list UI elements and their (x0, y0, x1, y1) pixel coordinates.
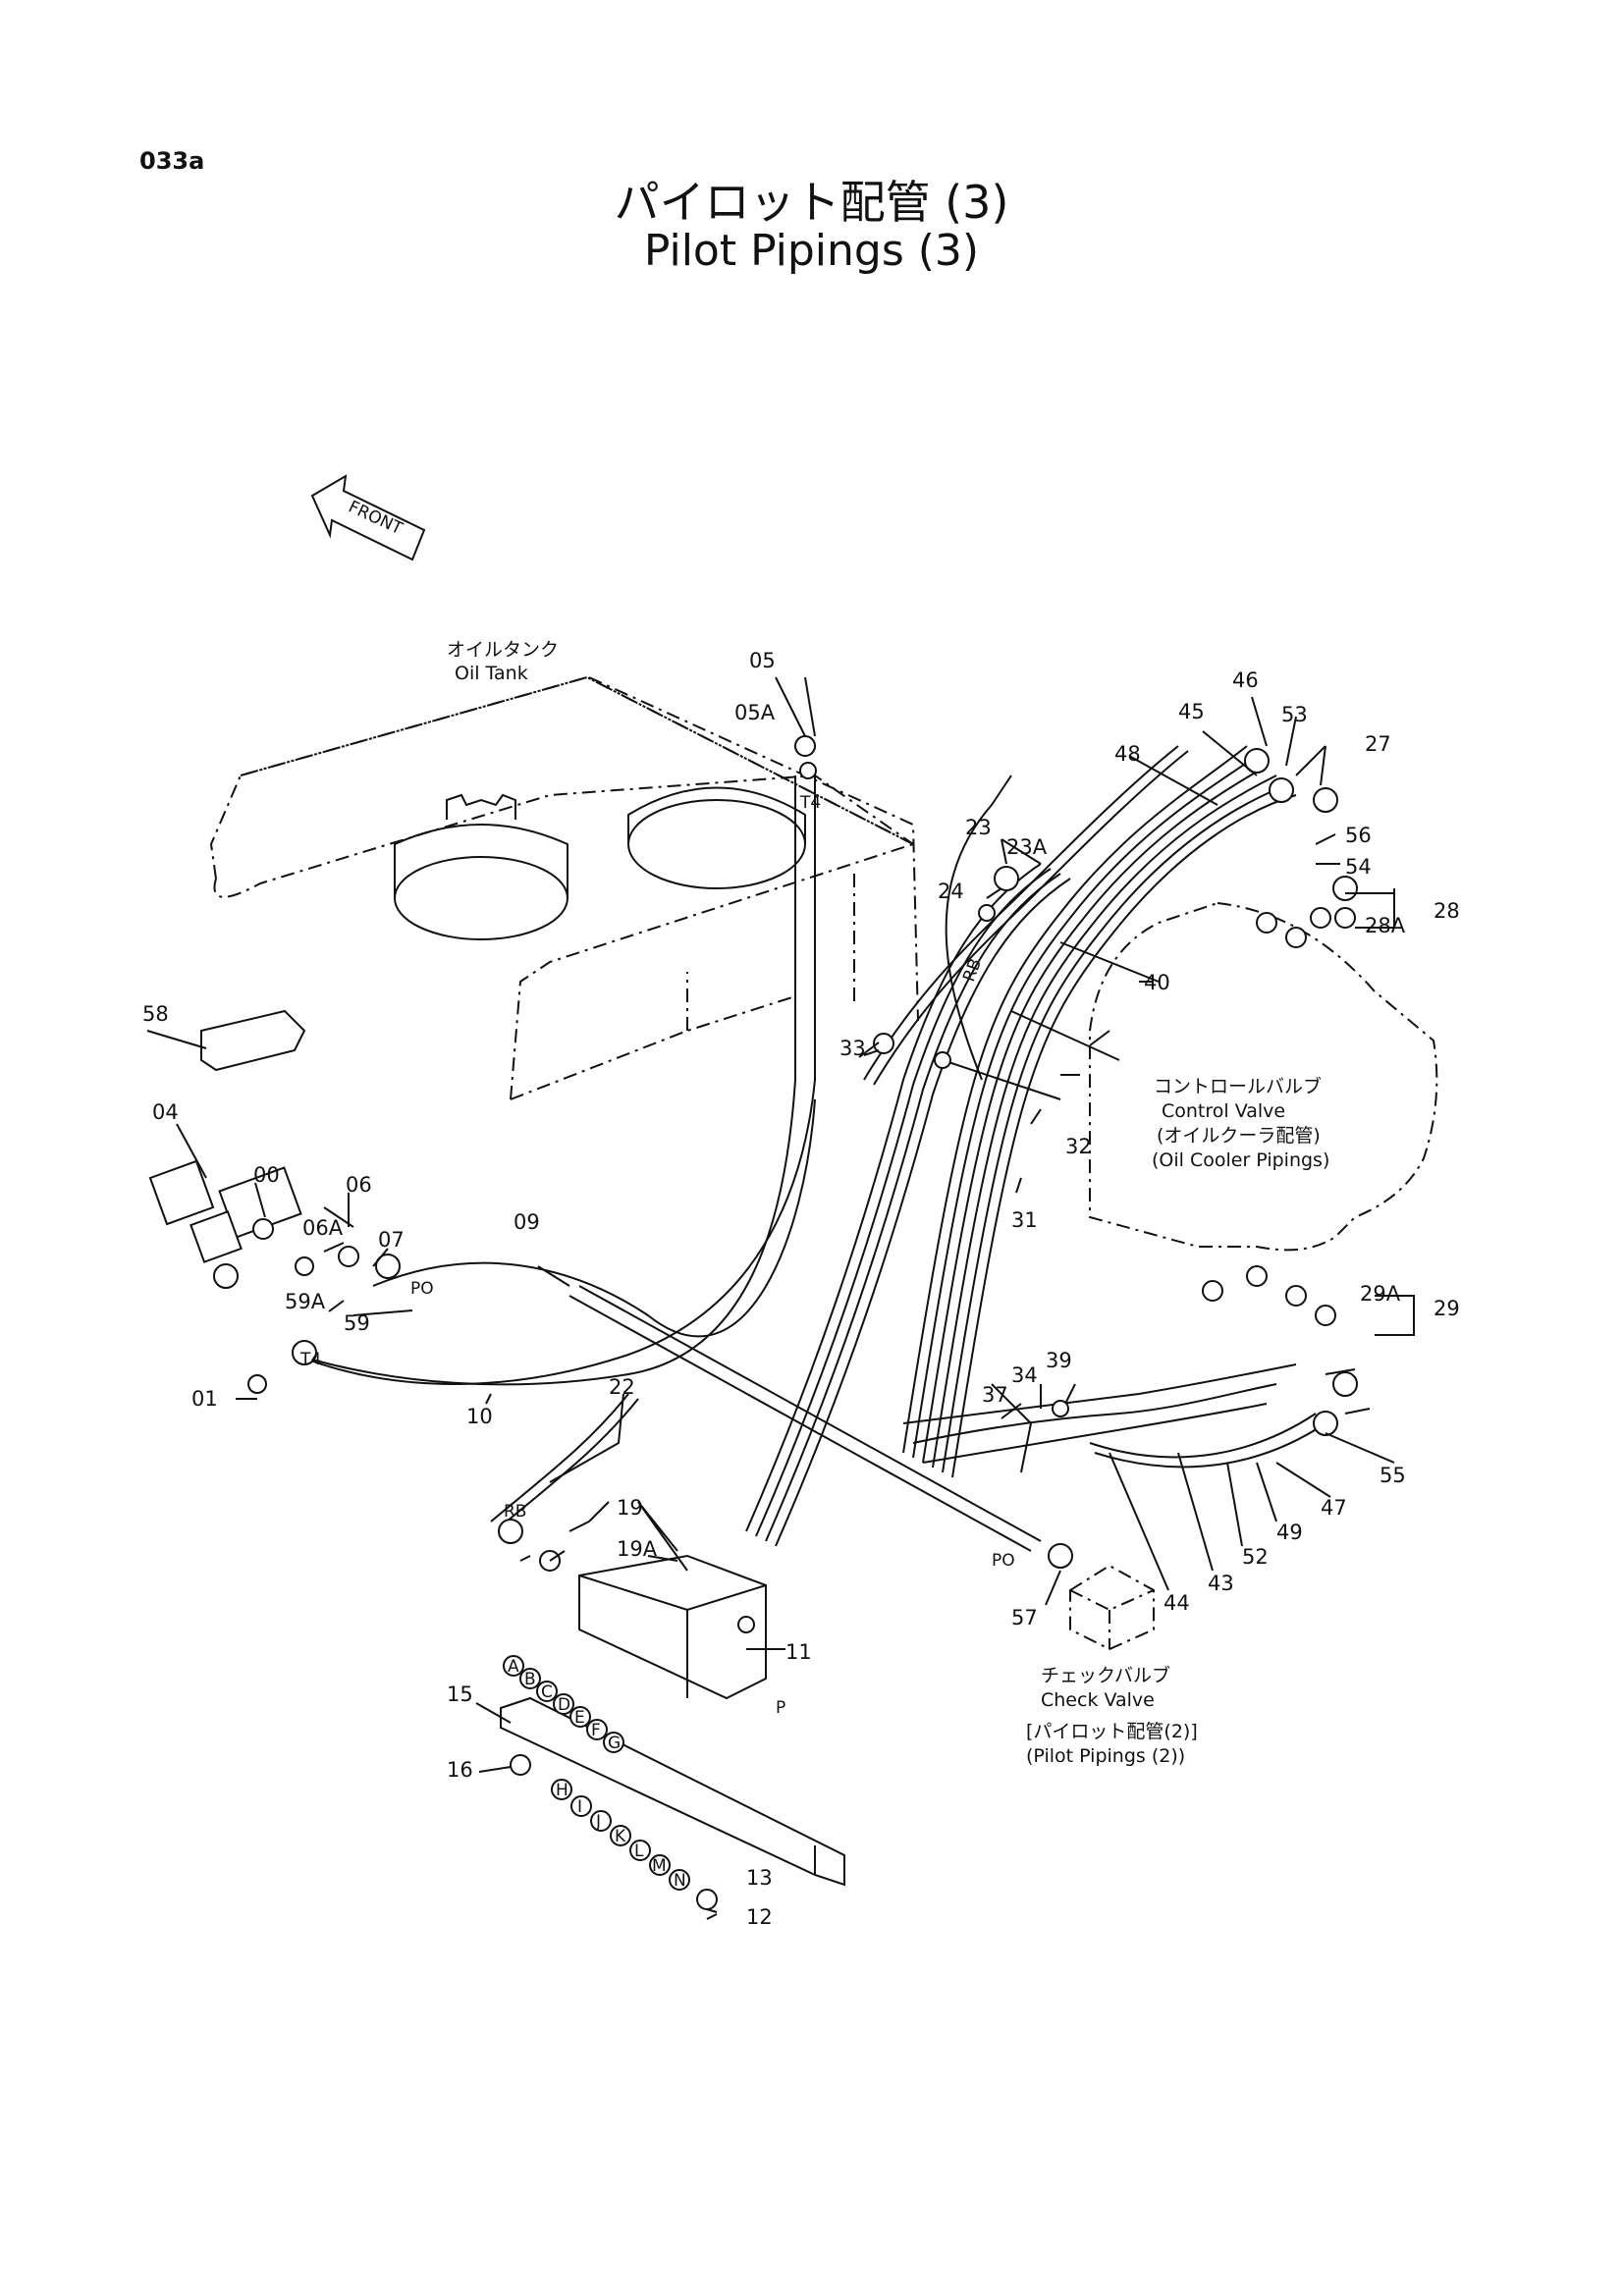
port-letter: N (674, 1871, 686, 1891)
solenoid-valve-assembly (148, 1009, 306, 1263)
hose-mark: T4 (299, 1350, 321, 1369)
port-letter: H (556, 1781, 568, 1800)
front-arrow-icon: FRONT (310, 474, 426, 561)
port-letters: A B C D E F G H I J K L M N (503, 1655, 690, 1891)
part-label: 47 (1321, 1496, 1347, 1520)
part-label: 22 (609, 1375, 635, 1399)
part-label: 04 (152, 1100, 179, 1124)
check-valve-label-en: Check Valve (1041, 1689, 1155, 1711)
hose-mark: RB (504, 1502, 526, 1522)
part-label: 59A (285, 1290, 326, 1313)
port-letter: K (615, 1827, 626, 1846)
part-label: 05 (749, 649, 776, 672)
part-label: 23A (1006, 835, 1048, 859)
port-letter: G (608, 1734, 621, 1753)
check-valve-sub-jp: [パイロット配管(2)] (1026, 1721, 1198, 1742)
port-letter: B (524, 1670, 536, 1689)
part-label: 43 (1208, 1572, 1234, 1595)
part-label: 16 (447, 1758, 473, 1782)
bracket-plate (500, 1696, 845, 1887)
hose-bundle (745, 745, 1326, 1547)
hose-clamps (934, 941, 1160, 1473)
hose-mark: RB (959, 956, 986, 985)
hose-mark: T4 (799, 793, 821, 813)
page-code: 033a (139, 147, 205, 175)
hose-mark: PO (410, 1279, 434, 1299)
part-label: 37 (982, 1383, 1008, 1407)
part-label: 13 (746, 1866, 773, 1890)
part-label: 06A (302, 1216, 344, 1240)
check-valve-sub-en: (Pilot Pipings (2)) (1026, 1745, 1185, 1767)
hose-mark: PO (992, 1551, 1015, 1571)
port-letter: M (652, 1856, 667, 1876)
part-label: 23 (965, 816, 992, 839)
control-valve (1089, 901, 1438, 1252)
part-label: 53 (1281, 703, 1308, 726)
part-label: 52 (1242, 1545, 1269, 1569)
port-letter: A (508, 1657, 519, 1677)
part-label: 29A (1360, 1282, 1401, 1306)
part-label: 59 (344, 1311, 370, 1335)
part-label: 56 (1345, 824, 1372, 847)
part-label: 19 (617, 1496, 643, 1520)
part-label: 39 (1046, 1349, 1072, 1372)
part-label: 15 (447, 1682, 473, 1706)
fittings (213, 735, 1358, 1910)
part-label: 07 (378, 1228, 405, 1252)
pilot-lines (294, 774, 1042, 1552)
leader-lines (146, 676, 1415, 1920)
part-label: 00 (253, 1163, 280, 1187)
part-label: 10 (466, 1405, 493, 1428)
manifold-block (578, 1554, 767, 1700)
part-label: 32 (1065, 1135, 1092, 1158)
part-label: 01 (191, 1387, 218, 1411)
part-label: 58 (142, 1002, 169, 1026)
page-title-english: Pilot Pipings (3) (643, 226, 980, 276)
part-label: 54 (1345, 855, 1372, 879)
port-letter: E (574, 1708, 585, 1728)
oil-tank-label-jp: オイルタンク (447, 639, 559, 661)
part-label: 31 (1011, 1208, 1038, 1232)
hose-mark: P (776, 1698, 785, 1718)
part-label: 11 (785, 1640, 812, 1664)
control-valve-label-en: Control Valve (1162, 1100, 1285, 1122)
part-label: 19A (617, 1537, 658, 1561)
port-letter: F (591, 1721, 601, 1740)
part-label: 49 (1276, 1521, 1303, 1544)
part-label: 29 (1434, 1297, 1460, 1320)
part-label: 44 (1163, 1591, 1190, 1615)
port-letter: D (558, 1695, 570, 1715)
part-label: 24 (938, 880, 964, 903)
part-label: 48 (1114, 742, 1141, 766)
part-label: 09 (514, 1210, 540, 1234)
control-valve-sub-en: (Oil Cooler Pipings) (1152, 1149, 1329, 1171)
part-label: 33 (839, 1037, 866, 1060)
port-letter: C (541, 1682, 553, 1702)
part-label: 28A (1365, 914, 1406, 937)
check-valve-box (1069, 1564, 1155, 1651)
port-letter: L (634, 1842, 644, 1861)
part-label: 06 (346, 1173, 372, 1197)
oil-tank-label-en: Oil Tank (455, 663, 528, 684)
port-letter: J (595, 1812, 601, 1832)
oil-tank (209, 675, 919, 1100)
part-label: 57 (1011, 1606, 1038, 1629)
part-label: 28 (1434, 899, 1460, 923)
part-label: 45 (1178, 700, 1205, 723)
check-valve-label-jp: チェックバルブ (1041, 1664, 1170, 1686)
part-label: 46 (1232, 668, 1259, 692)
notes: オイルタンク Oil Tank コントロールバルブ Control Valve … (447, 639, 1329, 1767)
part-label: 40 (1144, 971, 1170, 994)
part-label: 55 (1380, 1464, 1406, 1487)
control-valve-sub-jp: (オイルクーラ配管) (1157, 1125, 1321, 1147)
part-label: 12 (746, 1905, 773, 1929)
page-title-japanese: パイロット配管 (3) (614, 176, 1009, 229)
part-labels: 00 01 04 05 05A 06 06A 07 09 10 11 12 13… (142, 649, 1460, 1929)
part-label: 27 (1365, 732, 1391, 756)
control-valve-label-jp: コントロールバルブ (1154, 1075, 1322, 1097)
part-label: 05A (734, 701, 776, 724)
port-letter: I (577, 1797, 582, 1817)
part-label: 34 (1011, 1363, 1038, 1387)
